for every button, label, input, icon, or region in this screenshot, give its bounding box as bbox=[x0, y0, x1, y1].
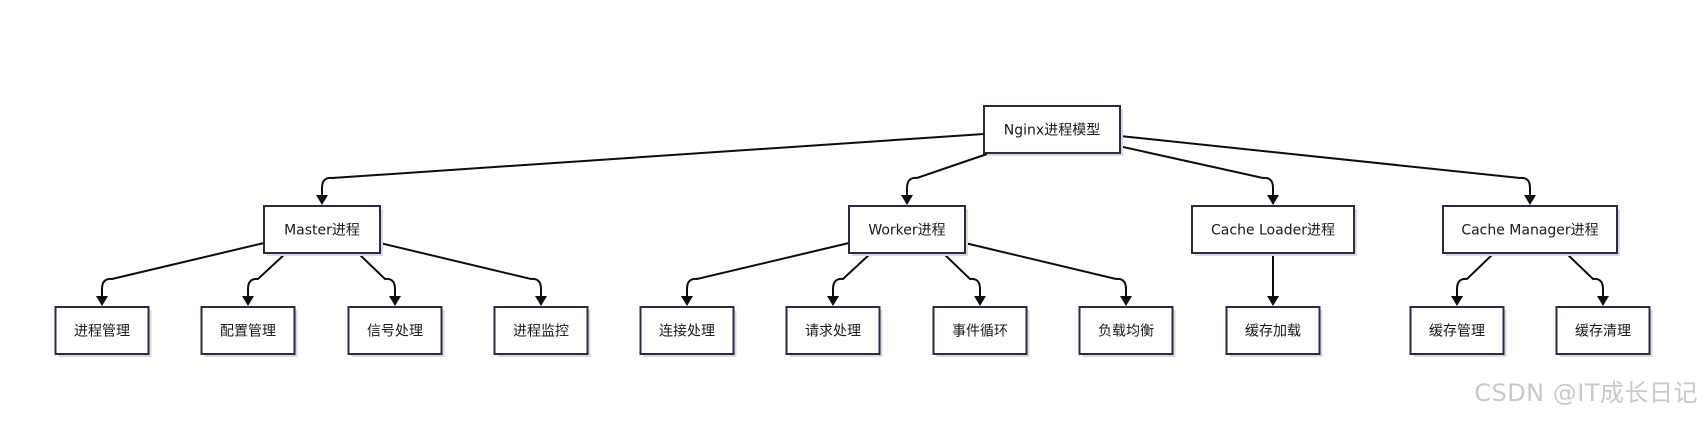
node-worker-leaf-3-box bbox=[1078, 306, 1174, 355]
node-cache-manager-leaf-1-label: 缓存清理 bbox=[1575, 324, 1631, 340]
node-cache-loader-leaf-0: 缓存加载 bbox=[1225, 306, 1323, 357]
edge-worker-to-leaf-1-arrowhead bbox=[827, 296, 839, 306]
edge-root-to-cache-manager bbox=[1119, 135, 1531, 196]
node-root-label: Nginx进程模型 bbox=[1004, 123, 1100, 139]
edge-worker-to-leaf-3 bbox=[964, 242, 1127, 297]
edge-worker-to-leaf-2-arrowhead bbox=[974, 296, 986, 306]
node-root-box bbox=[983, 105, 1121, 154]
node-master-leaf-2: 信号处理 bbox=[347, 306, 445, 357]
node-cache-loader: Cache Loader进程 bbox=[1191, 205, 1357, 256]
edge-cache-manager-to-leaf-0-arrowhead bbox=[1451, 296, 1463, 306]
node-worker-leaf-1: 请求处理 bbox=[785, 306, 883, 357]
edge-master-to-leaf-0-arrowhead bbox=[96, 296, 108, 306]
node-cache-manager-box bbox=[1442, 205, 1618, 254]
edge-root-to-worker-arrowhead bbox=[901, 195, 913, 205]
node-master-leaf-0-label: 进程管理 bbox=[74, 324, 130, 340]
node-cache-loader-leaf-0-box bbox=[1225, 306, 1321, 355]
node-worker-leaf-2-box bbox=[932, 306, 1028, 355]
node-cache-manager: Cache Manager进程 bbox=[1442, 205, 1620, 256]
node-cache-manager-leaf-1-box bbox=[1555, 306, 1651, 355]
edge-master-to-leaf-0 bbox=[101, 242, 265, 297]
node-worker-leaf-3-label: 负载均衡 bbox=[1098, 324, 1154, 340]
node-worker-leaf-0: 连接处理 bbox=[639, 306, 737, 357]
edge-root-to-cache-loader-arrowhead bbox=[1267, 195, 1279, 205]
edge-root-to-worker bbox=[906, 152, 991, 196]
node-cache-manager-leaf-0-box bbox=[1409, 306, 1505, 355]
edge-master-to-leaf-3 bbox=[379, 242, 542, 297]
node-master-box bbox=[263, 205, 381, 254]
edge-master-to-leaf-2 bbox=[357, 252, 396, 297]
edge-master-to-leaf-1-arrowhead bbox=[242, 296, 254, 306]
node-cache-loader-leaf-0-label: 缓存加载 bbox=[1245, 324, 1301, 340]
node-worker-leaf-0-box bbox=[639, 306, 735, 355]
node-worker-leaf-1-label: 请求处理 bbox=[805, 324, 861, 340]
edge-cache-manager-to-leaf-0 bbox=[1456, 252, 1495, 297]
node-worker-leaf-2: 事件循环 bbox=[932, 306, 1030, 357]
edge-cache-manager-to-leaf-1 bbox=[1565, 252, 1604, 297]
edge-master-to-leaf-2-arrowhead bbox=[389, 296, 401, 306]
node-worker-leaf-0-label: 连接处理 bbox=[659, 323, 715, 340]
edge-worker-to-leaf-0 bbox=[686, 242, 850, 297]
node-master-leaf-2-label: 信号处理 bbox=[367, 324, 423, 340]
node-worker-leaf-3: 负载均衡 bbox=[1078, 306, 1176, 357]
edge-master-to-leaf-3-arrowhead bbox=[535, 296, 547, 306]
node-root: Nginx进程模型 bbox=[983, 105, 1123, 156]
edge-worker-to-leaf-0-arrowhead bbox=[681, 296, 693, 306]
node-worker: Worker进程 bbox=[848, 205, 968, 256]
node-master-leaf-1: 配置管理 bbox=[200, 306, 298, 357]
node-master-leaf-2-box bbox=[347, 306, 443, 355]
edge-root-to-master-arrowhead bbox=[316, 195, 328, 205]
node-worker-leaf-2-label: 事件循环 bbox=[952, 324, 1008, 340]
node-master-leaf-3-box bbox=[493, 306, 589, 355]
node-master-leaf-3: 进程监控 bbox=[493, 306, 591, 357]
diagram-edges bbox=[96, 133, 1609, 306]
node-worker-label: Worker进程 bbox=[868, 223, 945, 239]
node-cache-manager-leaf-0: 缓存管理 bbox=[1409, 306, 1507, 357]
node-master-leaf-1-box bbox=[200, 306, 296, 355]
node-master-label: Master进程 bbox=[284, 223, 360, 239]
node-cache-loader-box bbox=[1191, 205, 1355, 254]
edge-root-to-master bbox=[321, 133, 985, 196]
node-worker-box bbox=[848, 205, 966, 254]
edge-worker-to-leaf-2 bbox=[942, 252, 981, 297]
node-master-leaf-0-box bbox=[54, 306, 150, 355]
node-cache-loader-label: Cache Loader进程 bbox=[1211, 223, 1335, 239]
edge-master-to-leaf-1 bbox=[247, 252, 287, 297]
node-cache-manager-leaf-0-label: 缓存管理 bbox=[1429, 324, 1485, 340]
edge-cache-manager-to-leaf-1-arrowhead bbox=[1597, 296, 1609, 306]
edge-worker-to-leaf-3-arrowhead bbox=[1120, 296, 1132, 306]
node-master-leaf-3-label: 进程监控 bbox=[513, 324, 569, 340]
node-master-leaf-0: 进程管理 bbox=[54, 306, 152, 357]
edge-worker-to-leaf-1 bbox=[832, 252, 872, 297]
edge-root-to-cache-loader bbox=[1113, 144, 1274, 196]
edge-cache-loader-to-leaf-0-arrowhead bbox=[1267, 296, 1279, 306]
node-cache-manager-label: Cache Manager进程 bbox=[1461, 223, 1598, 239]
node-master: Master进程 bbox=[263, 205, 383, 256]
node-worker-leaf-1-box bbox=[785, 306, 881, 355]
edge-root-to-cache-manager-arrowhead bbox=[1524, 195, 1536, 205]
node-cache-manager-leaf-1: 缓存清理 bbox=[1555, 306, 1653, 357]
node-master-leaf-1-label: 配置管理 bbox=[220, 324, 276, 340]
csdn-watermark: CSDN @IT成长日记 bbox=[1474, 379, 1698, 407]
